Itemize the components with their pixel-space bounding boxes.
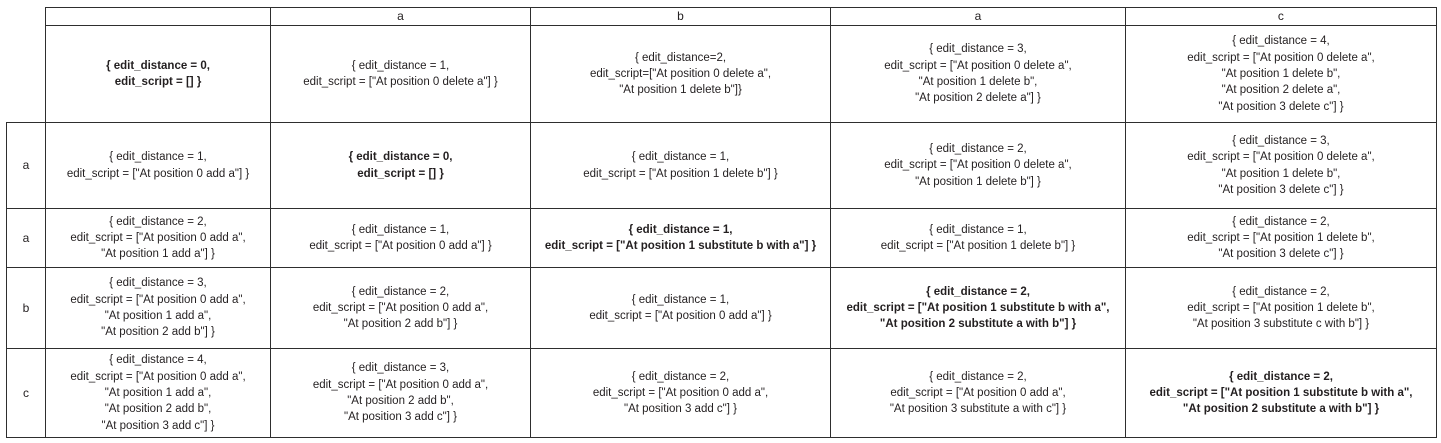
- table-row: c { edit_distance = 4, edit_script = ["A…: [6, 348, 1437, 439]
- cell-r3-c0: { edit_distance = 3, edit_script = ["At …: [45, 267, 271, 350]
- column-header-1: a: [270, 6, 531, 27]
- cell-r3-c4: { edit_distance = 2, edit_script = ["At …: [1125, 267, 1437, 350]
- cell-r0-c0: { edit_distance = 0, edit_script = [] }: [45, 25, 271, 124]
- cell-r4-c0: { edit_distance = 4, edit_script = ["At …: [45, 348, 271, 439]
- cell-r4-c4: { edit_distance = 2, edit_script = ["At …: [1125, 348, 1437, 439]
- cell-r0-c2: { edit_distance=2, edit_script=["At posi…: [530, 25, 831, 124]
- row-header-4: c: [6, 348, 46, 439]
- table-row: { edit_distance = 0, edit_script = [] } …: [7, 25, 1437, 124]
- cell-r3-c2: { edit_distance = 1, edit_script = ["At …: [530, 267, 831, 350]
- cell-r2-c2: { edit_distance = 1, edit_script = ["At …: [530, 208, 831, 269]
- column-header-3: a: [830, 6, 1126, 27]
- cell-r2-c3: { edit_distance = 1, edit_script = ["At …: [830, 208, 1126, 269]
- corner-blank-cell: [7, 8, 46, 26]
- cell-r2-c0: { edit_distance = 2, edit_script = ["At …: [45, 208, 271, 269]
- cell-r1-c2: { edit_distance = 1, edit_script = ["At …: [530, 122, 831, 210]
- column-header-4: c: [1125, 6, 1437, 27]
- row-header-blank: [7, 26, 46, 123]
- cell-r2-c4: { edit_distance = 2, edit_script = ["At …: [1125, 208, 1437, 269]
- row-header-2: a: [6, 208, 46, 269]
- cell-r1-c1: { edit_distance = 0, edit_script = [] }: [270, 122, 531, 210]
- cell-r4-c1: { edit_distance = 3, edit_script = ["At …: [270, 348, 531, 439]
- table-header-row: a b a c: [7, 6, 1437, 27]
- table-row: a { edit_distance = 2, edit_script = ["A…: [6, 208, 1437, 269]
- row-header-3: b: [6, 267, 46, 350]
- cell-r0-c1: { edit_distance = 1, edit_script = ["At …: [270, 25, 531, 124]
- table-row: a { edit_distance = 1, edit_script = ["A…: [6, 122, 1437, 210]
- cell-r4-c2: { edit_distance = 2, edit_script = ["At …: [530, 348, 831, 439]
- column-header-0: [45, 6, 271, 27]
- cell-r1-c0: { edit_distance = 1, edit_script = ["At …: [45, 122, 271, 210]
- cell-r4-c3: { edit_distance = 2, edit_script = ["At …: [830, 348, 1126, 439]
- column-header-2: b: [530, 6, 831, 27]
- row-header-1: a: [6, 122, 46, 210]
- cell-r1-c4: { edit_distance = 3, edit_script = ["At …: [1125, 122, 1437, 210]
- cell-r0-c4: { edit_distance = 4, edit_script = ["At …: [1125, 25, 1437, 124]
- edit-distance-dp-table: a b a c { edit_distance = 0, edit_script…: [6, 6, 1437, 439]
- cell-r1-c3: { edit_distance = 2, edit_script = ["At …: [830, 122, 1126, 210]
- cell-r3-c3: { edit_distance = 2, edit_script = ["At …: [830, 267, 1126, 350]
- cell-r2-c1: { edit_distance = 1, edit_script = ["At …: [270, 208, 531, 269]
- table-row: b { edit_distance = 3, edit_script = ["A…: [6, 267, 1437, 350]
- cell-r0-c3: { edit_distance = 3, edit_script = ["At …: [830, 25, 1126, 124]
- cell-r3-c1: { edit_distance = 2, edit_script = ["At …: [270, 267, 531, 350]
